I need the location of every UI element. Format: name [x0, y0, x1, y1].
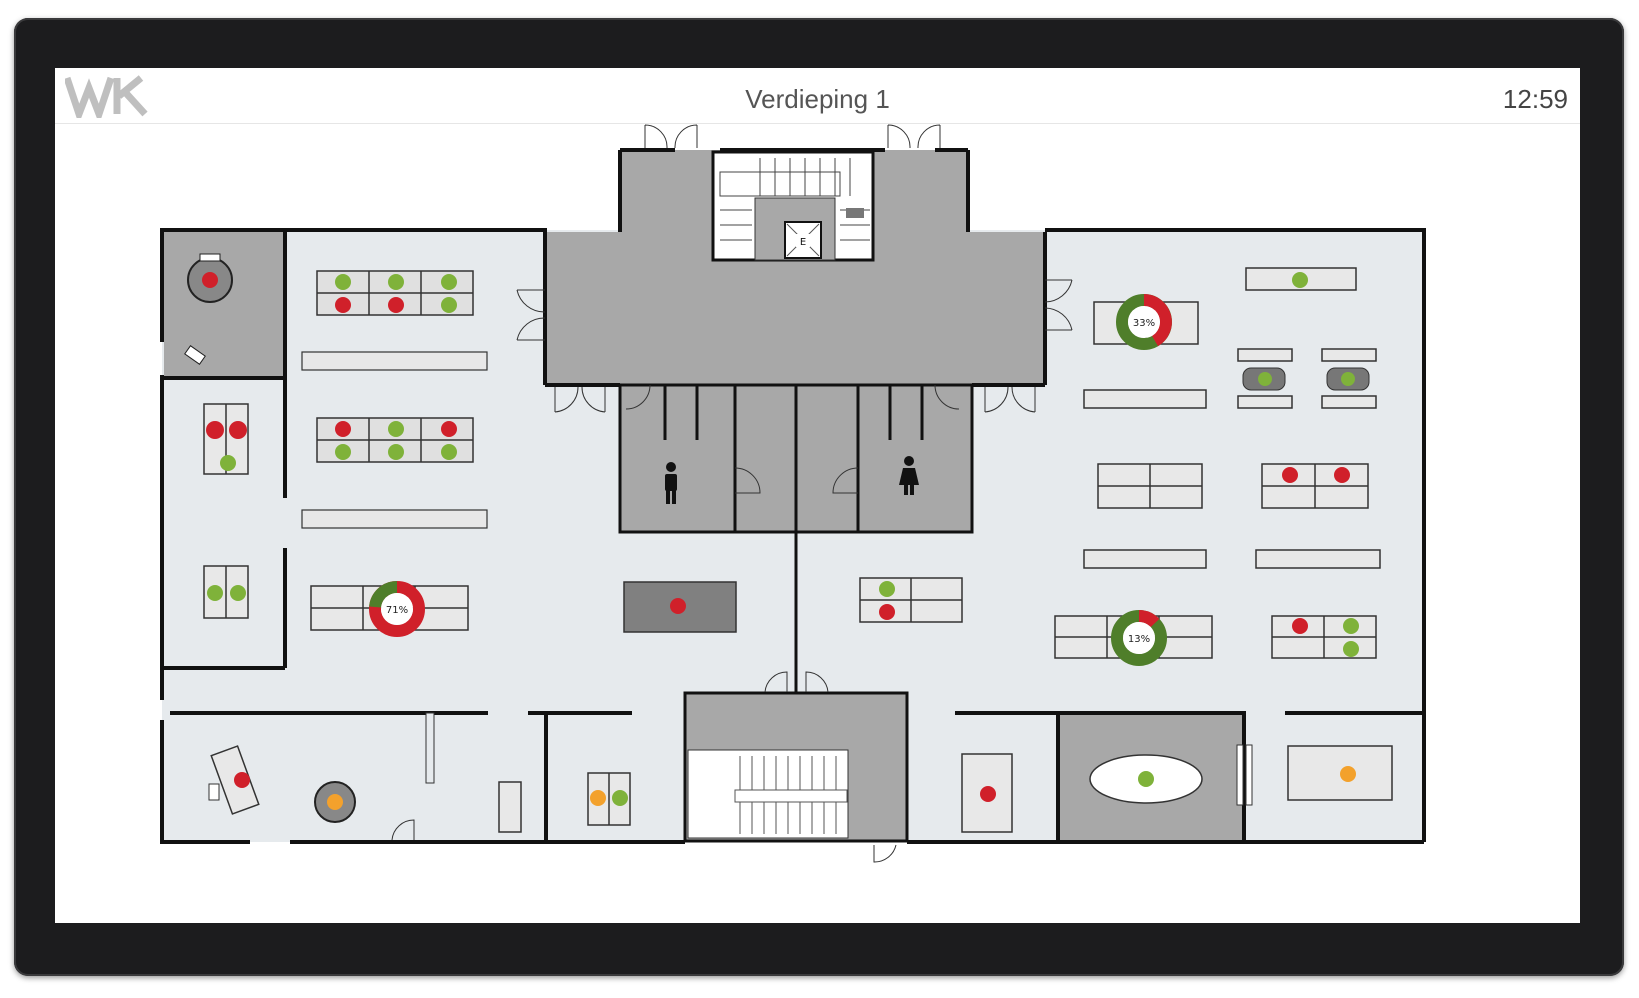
svg-text:13%: 13%: [1128, 634, 1150, 645]
floor-title: Verdieping 1: [745, 84, 890, 114]
top-bar: Verdieping 1 12:59: [55, 68, 1580, 124]
seat-status-dots: [202, 272, 1359, 810]
svg-text:33%: 33%: [1133, 318, 1155, 329]
floor-plan: E: [160, 124, 1426, 863]
elevator-label: E: [800, 237, 806, 248]
occupancy-gauge-33: 33%: [1116, 294, 1172, 350]
stairs-north: [719, 158, 870, 241]
occupancy-gauge-13: 13%: [1111, 610, 1167, 666]
male-toilet-icon: [665, 462, 677, 504]
occupancy-gauge-71: 71%: [369, 581, 425, 637]
core-area: [545, 150, 1045, 385]
female-toilet-icon: [899, 456, 919, 495]
svg-text:71%: 71%: [386, 605, 408, 616]
clock: 12:59: [1502, 84, 1568, 114]
company-logo: [65, 75, 148, 118]
door-swings: [391, 124, 1073, 863]
screen: Verdieping 1 12:59 E: [55, 68, 1580, 923]
